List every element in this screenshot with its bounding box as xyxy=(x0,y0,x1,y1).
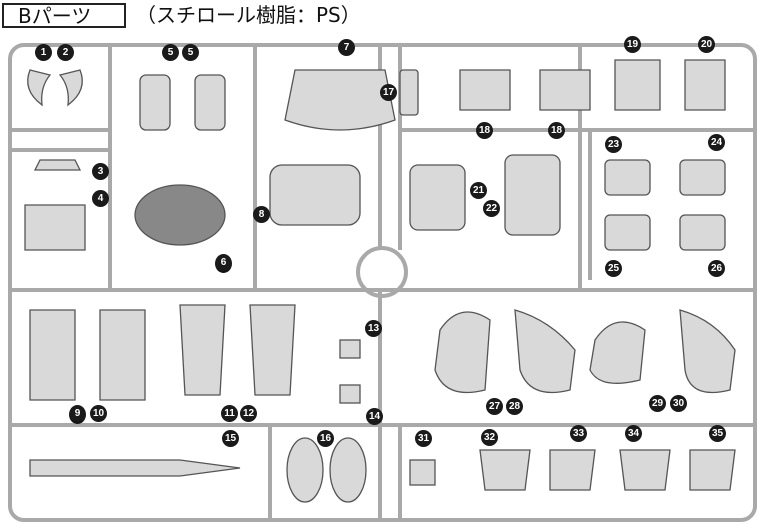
part-6 xyxy=(134,184,226,246)
part-number-badge: 3 xyxy=(92,163,109,180)
runner-title-box: Bパーツ xyxy=(2,3,126,28)
part-15 xyxy=(29,459,241,477)
part-18a xyxy=(459,69,511,111)
part-number-badge: 21 xyxy=(470,182,487,199)
part-30 xyxy=(679,309,736,394)
part-number-badge: 33 xyxy=(570,425,587,442)
part-number-badge: 14 xyxy=(366,408,383,425)
part-number-badge: 1 xyxy=(35,44,52,61)
part-number-badge: 13 xyxy=(365,320,382,337)
part-10 xyxy=(99,309,146,401)
part-19 xyxy=(614,59,661,111)
part-8 xyxy=(269,164,361,226)
part-26 xyxy=(679,214,726,251)
part-number-badge: 32 xyxy=(481,429,498,446)
part-1 xyxy=(27,69,52,107)
part-number-badge: 15 xyxy=(222,430,239,447)
part-31 xyxy=(409,459,436,486)
part-number-badge: 26 xyxy=(708,260,725,277)
part-9 xyxy=(29,309,76,401)
part-number-badge: 30 xyxy=(670,395,687,412)
plastic-parts xyxy=(24,59,736,503)
part-21 xyxy=(409,164,466,231)
part-number-badge: 23 xyxy=(605,136,622,153)
part-2 xyxy=(58,69,83,107)
part-16a xyxy=(286,437,324,503)
part-16b xyxy=(329,437,367,503)
part-number-badge: 34 xyxy=(625,425,642,442)
part-number-badge: 24 xyxy=(708,134,725,151)
part-11 xyxy=(179,304,226,396)
part-number-badge: 19 xyxy=(624,36,641,53)
part-number-badge: 5 xyxy=(182,44,199,61)
part-33 xyxy=(549,449,596,491)
part-35 xyxy=(689,449,736,491)
part-number-badge: 20 xyxy=(698,36,715,53)
part-12 xyxy=(249,304,296,396)
part-14 xyxy=(339,384,361,404)
part-number-badge: 27 xyxy=(486,398,503,415)
part-number-badge: 17 xyxy=(380,84,397,101)
part-23 xyxy=(604,159,651,196)
part-number-badge: 16 xyxy=(317,430,334,447)
part-20 xyxy=(684,59,726,111)
part-number-badge: 5 xyxy=(162,44,179,61)
part-25 xyxy=(604,214,651,251)
part-number-badge: 22 xyxy=(483,200,500,217)
part-4 xyxy=(24,204,86,251)
part-number-badge: 29 xyxy=(649,395,666,412)
part-number-badge: 2 xyxy=(57,44,74,61)
runner-title: Bパーツ xyxy=(18,4,92,28)
part-number-badge: 12 xyxy=(240,405,257,422)
part-22 xyxy=(504,154,561,236)
part-number-badge: 4 xyxy=(92,190,109,207)
part-number-badge: 10 xyxy=(90,405,107,422)
part-5b xyxy=(194,74,226,131)
part-number-badge: 31 xyxy=(415,430,432,447)
part-28 xyxy=(514,309,576,394)
part-13 xyxy=(339,339,361,359)
part-number-badge: 25 xyxy=(605,260,622,277)
part-29 xyxy=(589,321,646,384)
part-18b xyxy=(539,69,591,111)
material-label: （スチロール樹脂：PS） xyxy=(136,3,361,27)
part-number-badge: 6 xyxy=(215,254,232,273)
part-24 xyxy=(679,159,726,196)
part-number-badge: 35 xyxy=(709,425,726,442)
part-3 xyxy=(33,159,82,171)
part-number-badge: 18 xyxy=(476,122,493,139)
part-5a xyxy=(139,74,171,131)
part-number-badge: 7 xyxy=(338,39,355,56)
part-34 xyxy=(619,449,671,491)
part-number-badge: 28 xyxy=(506,398,523,415)
part-27 xyxy=(434,311,491,394)
part-17 xyxy=(399,69,419,116)
part-32 xyxy=(479,449,531,491)
part-number-badge: 9 xyxy=(69,405,86,424)
part-number-badge: 11 xyxy=(221,405,238,422)
part-number-badge: 8 xyxy=(253,206,270,223)
part-7 xyxy=(284,69,396,131)
part-number-badge: 18 xyxy=(548,122,565,139)
